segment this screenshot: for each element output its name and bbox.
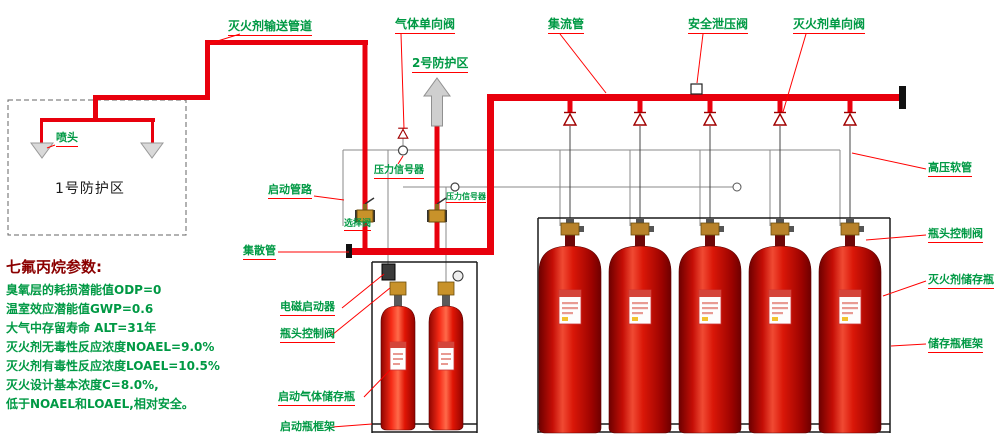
high-pressure-hoses	[569, 126, 851, 226]
agent-check-valve-icon	[773, 111, 787, 126]
pressure-gauge-icon	[452, 270, 464, 282]
gas-check-valve-icon	[397, 127, 409, 139]
nozzle-icon	[30, 142, 54, 159]
label-selector-valve: 选择阀	[344, 219, 372, 232]
label-manifold: 集流管	[548, 17, 585, 34]
agent-storage-cylinder	[818, 217, 882, 434]
nozzle-icon	[140, 142, 164, 159]
label-zone1: 1号防护区	[55, 181, 125, 197]
label-zone2: 2号防护区	[412, 56, 469, 73]
pilot-line-junction-icon	[732, 182, 742, 192]
pressure-signal-icon	[397, 145, 409, 156]
parameter-line: 灭火剂有毒性反应浓度LOAEL=10.5%	[6, 359, 220, 373]
label-start-pipeline: 启动管路	[268, 183, 312, 199]
label-cylinder-head-valve-right: 瓶头控制阀	[928, 227, 983, 243]
parameter-line: 灭火设计基本浓度C=8.0%,	[6, 378, 159, 392]
label-pressure-signal-1: 压力信号器	[374, 165, 424, 179]
label-collecting-pipe: 集散管	[243, 244, 276, 260]
actuation-lines	[342, 128, 841, 282]
parameter-line: 灭火剂无毒性反应浓度NOAEL=9.0%	[6, 340, 215, 354]
label-start-gas-cylinder: 启动气体储存瓶	[278, 390, 355, 406]
agent-storage-cylinder	[748, 217, 812, 434]
label-high-pressure-hose: 高压软管	[928, 161, 972, 177]
collecting-pipe	[352, 248, 492, 255]
agent-check-valve-icon	[843, 111, 857, 126]
parameter-line: 低于NOAEL和LOAEL,相对安全。	[6, 397, 194, 411]
collecting-pipe-end-cap	[346, 244, 352, 258]
parameters-title: 七氟丙烷参数:	[6, 258, 102, 276]
starter-gas-cylinder	[428, 281, 464, 431]
label-start-cylinder-frame: 启动瓶框架	[280, 420, 335, 435]
solenoid-actuator-icon	[381, 263, 396, 281]
starter-gas-cylinder	[380, 281, 416, 431]
nozzle-icons	[30, 142, 164, 159]
label-nozzle: 喷头	[56, 131, 78, 147]
manifold-pipe	[487, 94, 902, 255]
zone2-arrow-icon	[423, 77, 451, 127]
agent-storage-cylinder	[608, 217, 672, 434]
label-agent-delivery-pipe: 灭火剂输送管道	[228, 19, 313, 36]
agent-storage-cylinder	[538, 217, 602, 434]
label-storage-cylinder-frame: 储存瓶框架	[928, 337, 983, 353]
label-agent-check-valve: 灭火剂单向阀	[793, 17, 866, 34]
agent-delivery-piping	[40, 40, 440, 252]
label-agent-storage-cylinder: 灭火剂储存瓶	[928, 273, 994, 289]
label-solenoid-actuator: 电磁启动器	[280, 300, 335, 316]
pressure-signal-icon	[450, 182, 460, 192]
agent-storage-cylinder	[678, 217, 742, 434]
label-safety-relief-valve: 安全泄压阀	[688, 17, 749, 34]
label-pressure-signal-2: 压力信号器	[446, 192, 486, 204]
safety-relief-valve-icon	[690, 83, 703, 95]
parameter-line: 温室效应潜能值GWP=0.6	[6, 302, 154, 316]
leader-lines	[46, 33, 927, 428]
parameter-line: 臭氧层的耗损潜能值ODP=0	[6, 283, 162, 297]
parameter-line: 大气中存留寿命 ALT=31年	[6, 321, 157, 335]
label-gas-check-valve: 气体单向阀	[395, 17, 456, 34]
agent-check-valve-icon	[703, 111, 717, 126]
manifold-end-cap	[899, 86, 906, 109]
agent-check-valve-icon	[633, 111, 647, 126]
label-cylinder-head-valve-left: 瓶头控制阀	[280, 327, 335, 343]
agent-check-valve-icon	[563, 111, 577, 126]
